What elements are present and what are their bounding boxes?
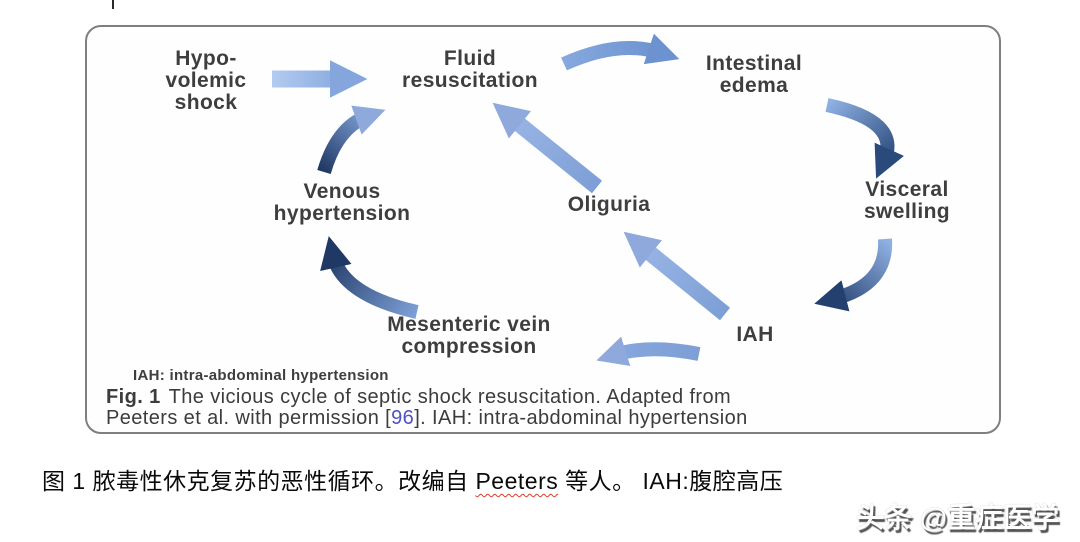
node-venous-hypertension: Venous hypertension xyxy=(274,181,411,225)
caption-text: Peeters et al. with permission [ xyxy=(106,407,392,429)
node-line: Mesenteric vein xyxy=(387,313,551,336)
node-line: Intestinal xyxy=(705,52,803,75)
node-line: Oliguria xyxy=(567,193,651,216)
figure-label: Fig. 1 xyxy=(106,386,161,408)
caption-line-2: Peeters et al. with permission [96]. IAH… xyxy=(106,408,991,429)
node-line: Fluid xyxy=(443,47,497,70)
node-line: Hypo- xyxy=(175,47,237,70)
figure-caption: Fig. 1 The vicious cycle of septic shock … xyxy=(106,387,991,429)
node-line: swelling xyxy=(863,200,951,223)
chinese-caption-suffix: 等人。 IAH:腹腔高压 xyxy=(558,468,784,494)
node-fluid-resuscitation: Fluid resuscitation xyxy=(402,48,538,92)
arrow-intestinal-to-visceral xyxy=(825,98,904,179)
figure-footnote: IAH: intra-abdominal hypertension xyxy=(133,367,389,384)
arrow-iah-to-oliguria xyxy=(623,231,731,321)
caption-text: The vicious cycle of septic shock resusc… xyxy=(168,386,732,408)
node-line: Venous xyxy=(303,180,381,203)
node-oliguria: Oliguria xyxy=(568,194,651,216)
node-line: hypertension xyxy=(273,202,411,225)
node-line: IAH xyxy=(736,323,774,346)
node-hypovolemic-shock: Hypo- volemic shock xyxy=(165,48,246,114)
arrow-iah-to-mesenteric xyxy=(596,336,701,367)
node-line: resuscitation xyxy=(402,69,538,92)
caption-text: ]. IAH: intra-abdominal hypertension xyxy=(414,407,748,429)
figure-1-panel: Hypo- volemic shock Fluid resuscitation … xyxy=(85,25,1001,434)
node-line: shock xyxy=(174,91,238,114)
spellcheck-word: Peeters xyxy=(475,468,559,494)
node-iah: IAH xyxy=(736,324,773,346)
cycle-arrows xyxy=(272,33,904,367)
node-mesenteric-vein-compression: Mesenteric vein compression xyxy=(387,314,551,358)
arrow-venous-to-fluid xyxy=(317,105,386,175)
caption-line-1: Fig. 1 The vicious cycle of septic shock … xyxy=(106,387,991,408)
reference-link[interactable]: 96 xyxy=(391,407,415,429)
arrow-mesenteric-to-venous xyxy=(320,236,419,319)
toutiao-watermark: 头条 @重症医学 xyxy=(856,502,1060,533)
node-visceral-swelling: Visceral swelling xyxy=(864,179,950,223)
arrow-oliguria-to-fluid xyxy=(492,102,603,194)
chinese-caption: 图 1 脓毒性休克复苏的恶性循环。改编自 Peeters 等人。 IAH:腹腔高… xyxy=(42,462,783,496)
node-line: edema xyxy=(719,74,789,97)
text-cursor-mark xyxy=(112,0,114,9)
arrow-fluid-to-intestinal xyxy=(561,33,680,71)
arrow-visceral-to-iah xyxy=(814,238,893,312)
node-line: compression xyxy=(401,335,537,358)
node-line: Visceral xyxy=(865,178,949,201)
node-intestinal-edema: Intestinal edema xyxy=(706,53,802,97)
chinese-caption-prefix: 图 1 脓毒性休克复苏的恶性循环。改编自 xyxy=(42,468,476,494)
node-line: volemic xyxy=(165,69,247,92)
